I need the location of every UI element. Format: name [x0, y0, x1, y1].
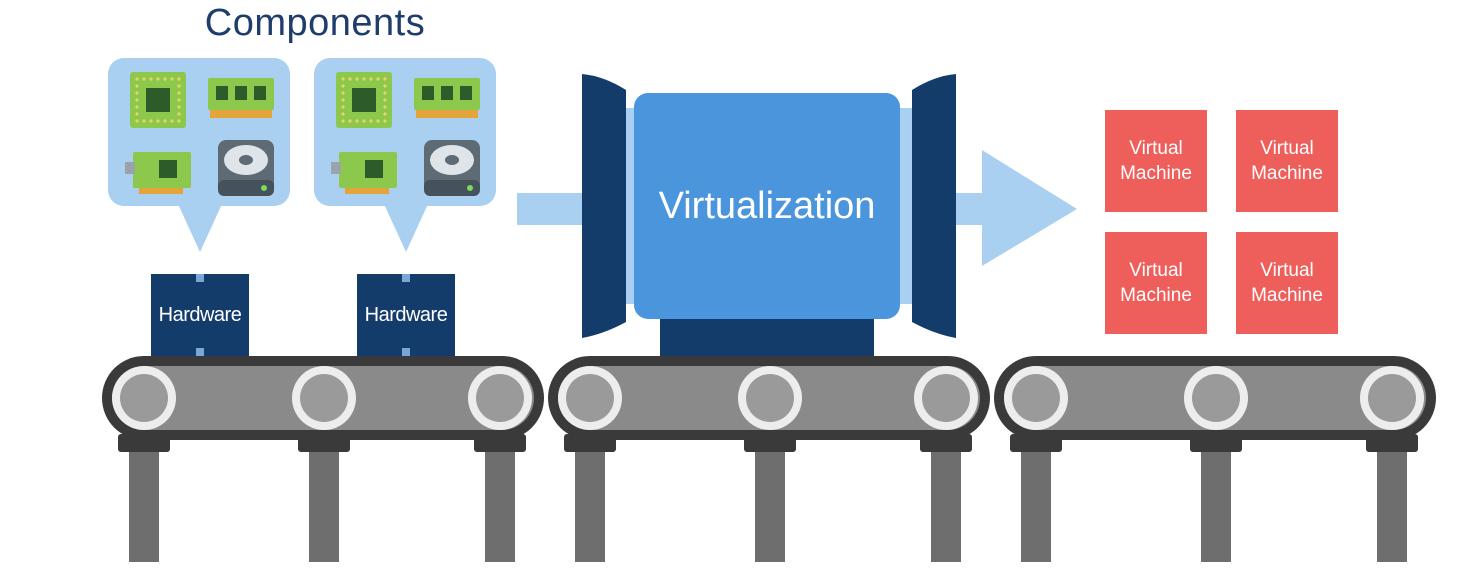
conveyor-roller: [1368, 374, 1416, 422]
components-bubble-1: [108, 58, 290, 206]
virtualization-core: [634, 93, 900, 319]
output-arrow-head: [982, 150, 1077, 266]
conveyor-roller: [1192, 374, 1240, 422]
conveyor-leg: [1021, 434, 1051, 562]
components-title: Components: [204, 2, 426, 44]
hardware-label: Hardware: [364, 304, 448, 326]
conveyor-roller: [120, 374, 168, 422]
hardware-box-1: Hardware: [151, 274, 249, 356]
conveyor-leg: [931, 434, 961, 562]
conveyor-leg: [485, 434, 515, 562]
conveyor-roller: [1012, 374, 1060, 422]
virtualization-machine-base: [660, 312, 874, 356]
conveyor-leg: [1377, 434, 1407, 562]
virtualization-machine: [582, 74, 956, 356]
conveyor-roller: [300, 374, 348, 422]
conveyor-roller: [922, 374, 970, 422]
virtualization-right-panel: [912, 74, 956, 338]
components-bubble-2: [314, 58, 496, 206]
conveyor-roller: [746, 374, 794, 422]
components-bubble-tail-1: [178, 204, 222, 252]
conveyor-group: [102, 356, 1436, 562]
conveyor-roller: [566, 374, 614, 422]
conveyor-leg: [575, 434, 605, 562]
virtualization-label: Virtualization: [658, 184, 876, 227]
box-tape-top: [196, 274, 204, 282]
conveyor-leg: [309, 434, 339, 562]
conveyor-leg: [755, 434, 785, 562]
virtualization-left-panel: [582, 74, 626, 338]
box-tape-bottom: [196, 348, 204, 356]
box-tape-bottom: [402, 348, 410, 356]
box-tape-top: [402, 274, 410, 282]
hardware-label: Hardware: [158, 304, 242, 326]
conveyor-leg: [129, 434, 159, 562]
conveyor-roller: [476, 374, 524, 422]
input-arrow: [517, 193, 589, 225]
hardware-box-2: Hardware: [357, 274, 455, 356]
conveyor-leg: [1201, 434, 1231, 562]
components-bubble-tail-2: [384, 204, 428, 252]
